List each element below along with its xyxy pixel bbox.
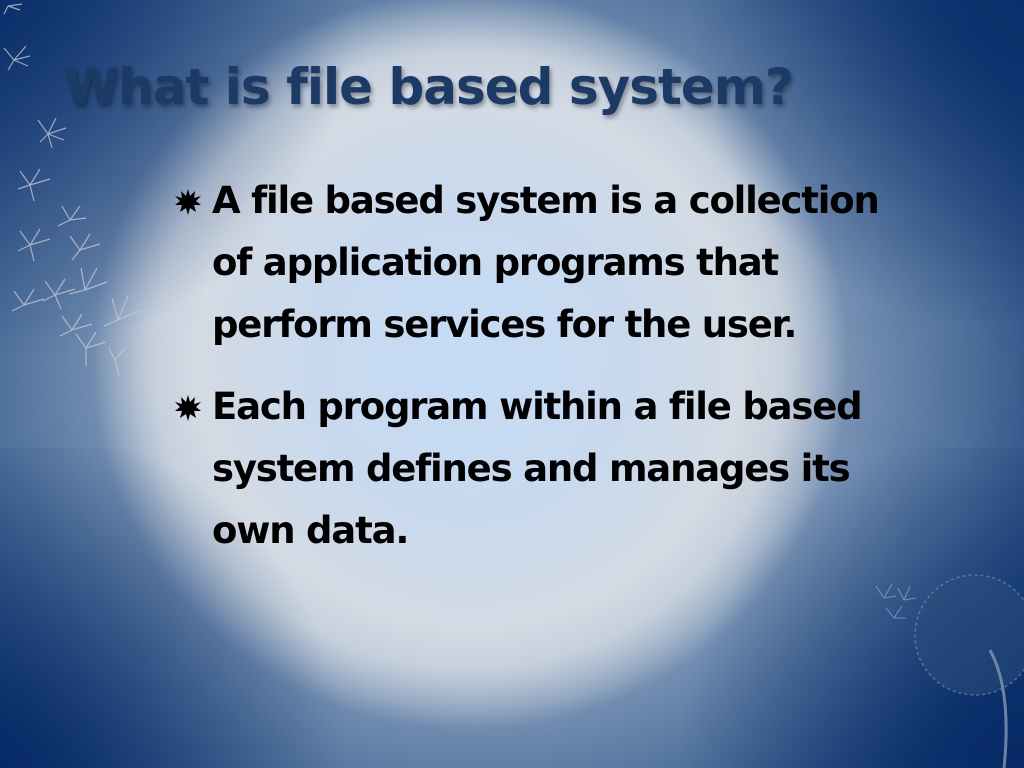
starburst-icon (175, 189, 201, 215)
bullet-item: Each program within a file based system … (172, 376, 912, 562)
bullet-text: A file based system is a collection of a… (212, 179, 880, 346)
background-vignette (0, 448, 380, 768)
bullet-item: A file based system is a collection of a… (172, 170, 912, 356)
background-vignette (664, 0, 1024, 320)
bullet-text: Each program within a file based system … (212, 385, 863, 552)
slide-title: What is file based system? (64, 58, 794, 116)
starburst-icon (175, 395, 201, 421)
bullet-list: A file based system is a collection of a… (172, 170, 912, 582)
